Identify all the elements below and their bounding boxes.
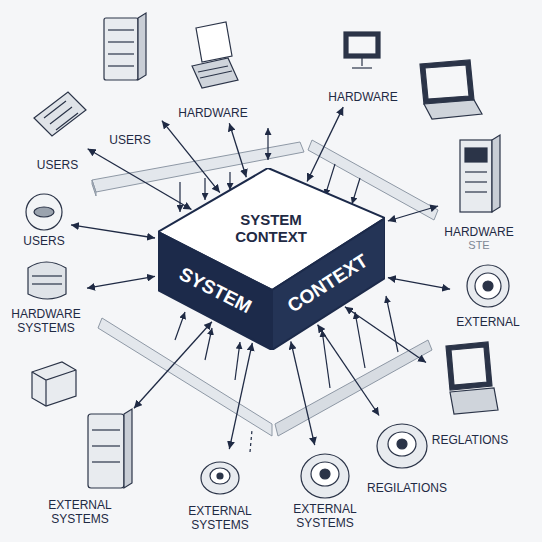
node-label: REGILATIONS — [367, 481, 447, 495]
icon-area — [186, 452, 255, 504]
icon-area — [453, 263, 523, 315]
node-label: EXTERNAL SYSTEMS — [38, 498, 122, 527]
icon-node: HARDWARE — [175, 22, 251, 120]
connector-arrow — [134, 322, 212, 409]
icon-node: HARDWARE SYSTEMS — [8, 255, 84, 336]
icon-area — [441, 135, 517, 225]
connector-arrow — [291, 341, 315, 445]
icon-node: REGILATIONS — [364, 418, 450, 495]
connector-arrow — [388, 278, 450, 290]
icon-area — [175, 22, 251, 106]
icon-node: USERS — [20, 193, 68, 248]
icon-node: EXTERNAL SYSTEMS — [28, 410, 132, 527]
icon-area — [28, 410, 132, 498]
device-icon — [26, 13, 509, 498]
connector-arrow — [229, 123, 246, 177]
system-cube: SYSTEM CONTEXTSYSTEMCONTEXT — [158, 168, 385, 350]
icon-node: EXTERNAL — [453, 263, 523, 329]
connector-arrow — [318, 325, 380, 416]
icon-area — [429, 338, 512, 433]
node-label: EXTERNAL SYSTEMS — [291, 502, 360, 531]
node-label: REGLATIONS — [432, 433, 508, 447]
icon-node: USERS — [30, 90, 85, 172]
icon-area — [291, 448, 360, 502]
connector-arrow — [388, 206, 438, 221]
icon-area — [364, 418, 450, 481]
node-label: HARDWARE — [444, 225, 514, 239]
node-label: STE — [468, 239, 489, 252]
icon-area — [100, 15, 160, 133]
icon-node: EXTERNAL SYSTEMS — [291, 448, 360, 531]
connector-arrow — [162, 121, 220, 193]
node-label: USERS — [109, 133, 150, 147]
cube-label: SYSTEM CONTEXT — [221, 212, 321, 245]
node-label: USERS — [37, 158, 78, 172]
icon-node: HARDWARE — [325, 28, 401, 104]
icon-area — [20, 193, 68, 234]
connector-arrow — [307, 107, 343, 181]
connector-arrow — [88, 149, 192, 210]
icon-node: EXTERNAL SYSTEMS — [186, 452, 255, 533]
icon-area — [30, 90, 85, 158]
icon-node: REGLATIONS — [429, 338, 512, 447]
node-label: HARDWARE — [178, 106, 248, 120]
node-label: EXTERNAL SYSTEMS — [186, 504, 255, 533]
icon-node: USERS — [100, 15, 160, 147]
node-label: USERS — [23, 234, 64, 248]
node-label: HARDWARE — [328, 90, 398, 104]
connector-arrow — [345, 307, 426, 363]
connector-arrow — [87, 276, 155, 288]
icon-area — [8, 255, 84, 307]
beam — [92, 140, 438, 436]
connector-arrow — [229, 343, 252, 449]
icon-node: HARDWARESTE — [441, 135, 517, 253]
cube-face — [158, 232, 272, 350]
node-label: EXTERNAL — [456, 315, 519, 329]
node-label: HARDWARE SYSTEMS — [8, 307, 84, 336]
icon-area — [325, 28, 401, 90]
connector-arrow — [71, 225, 155, 238]
